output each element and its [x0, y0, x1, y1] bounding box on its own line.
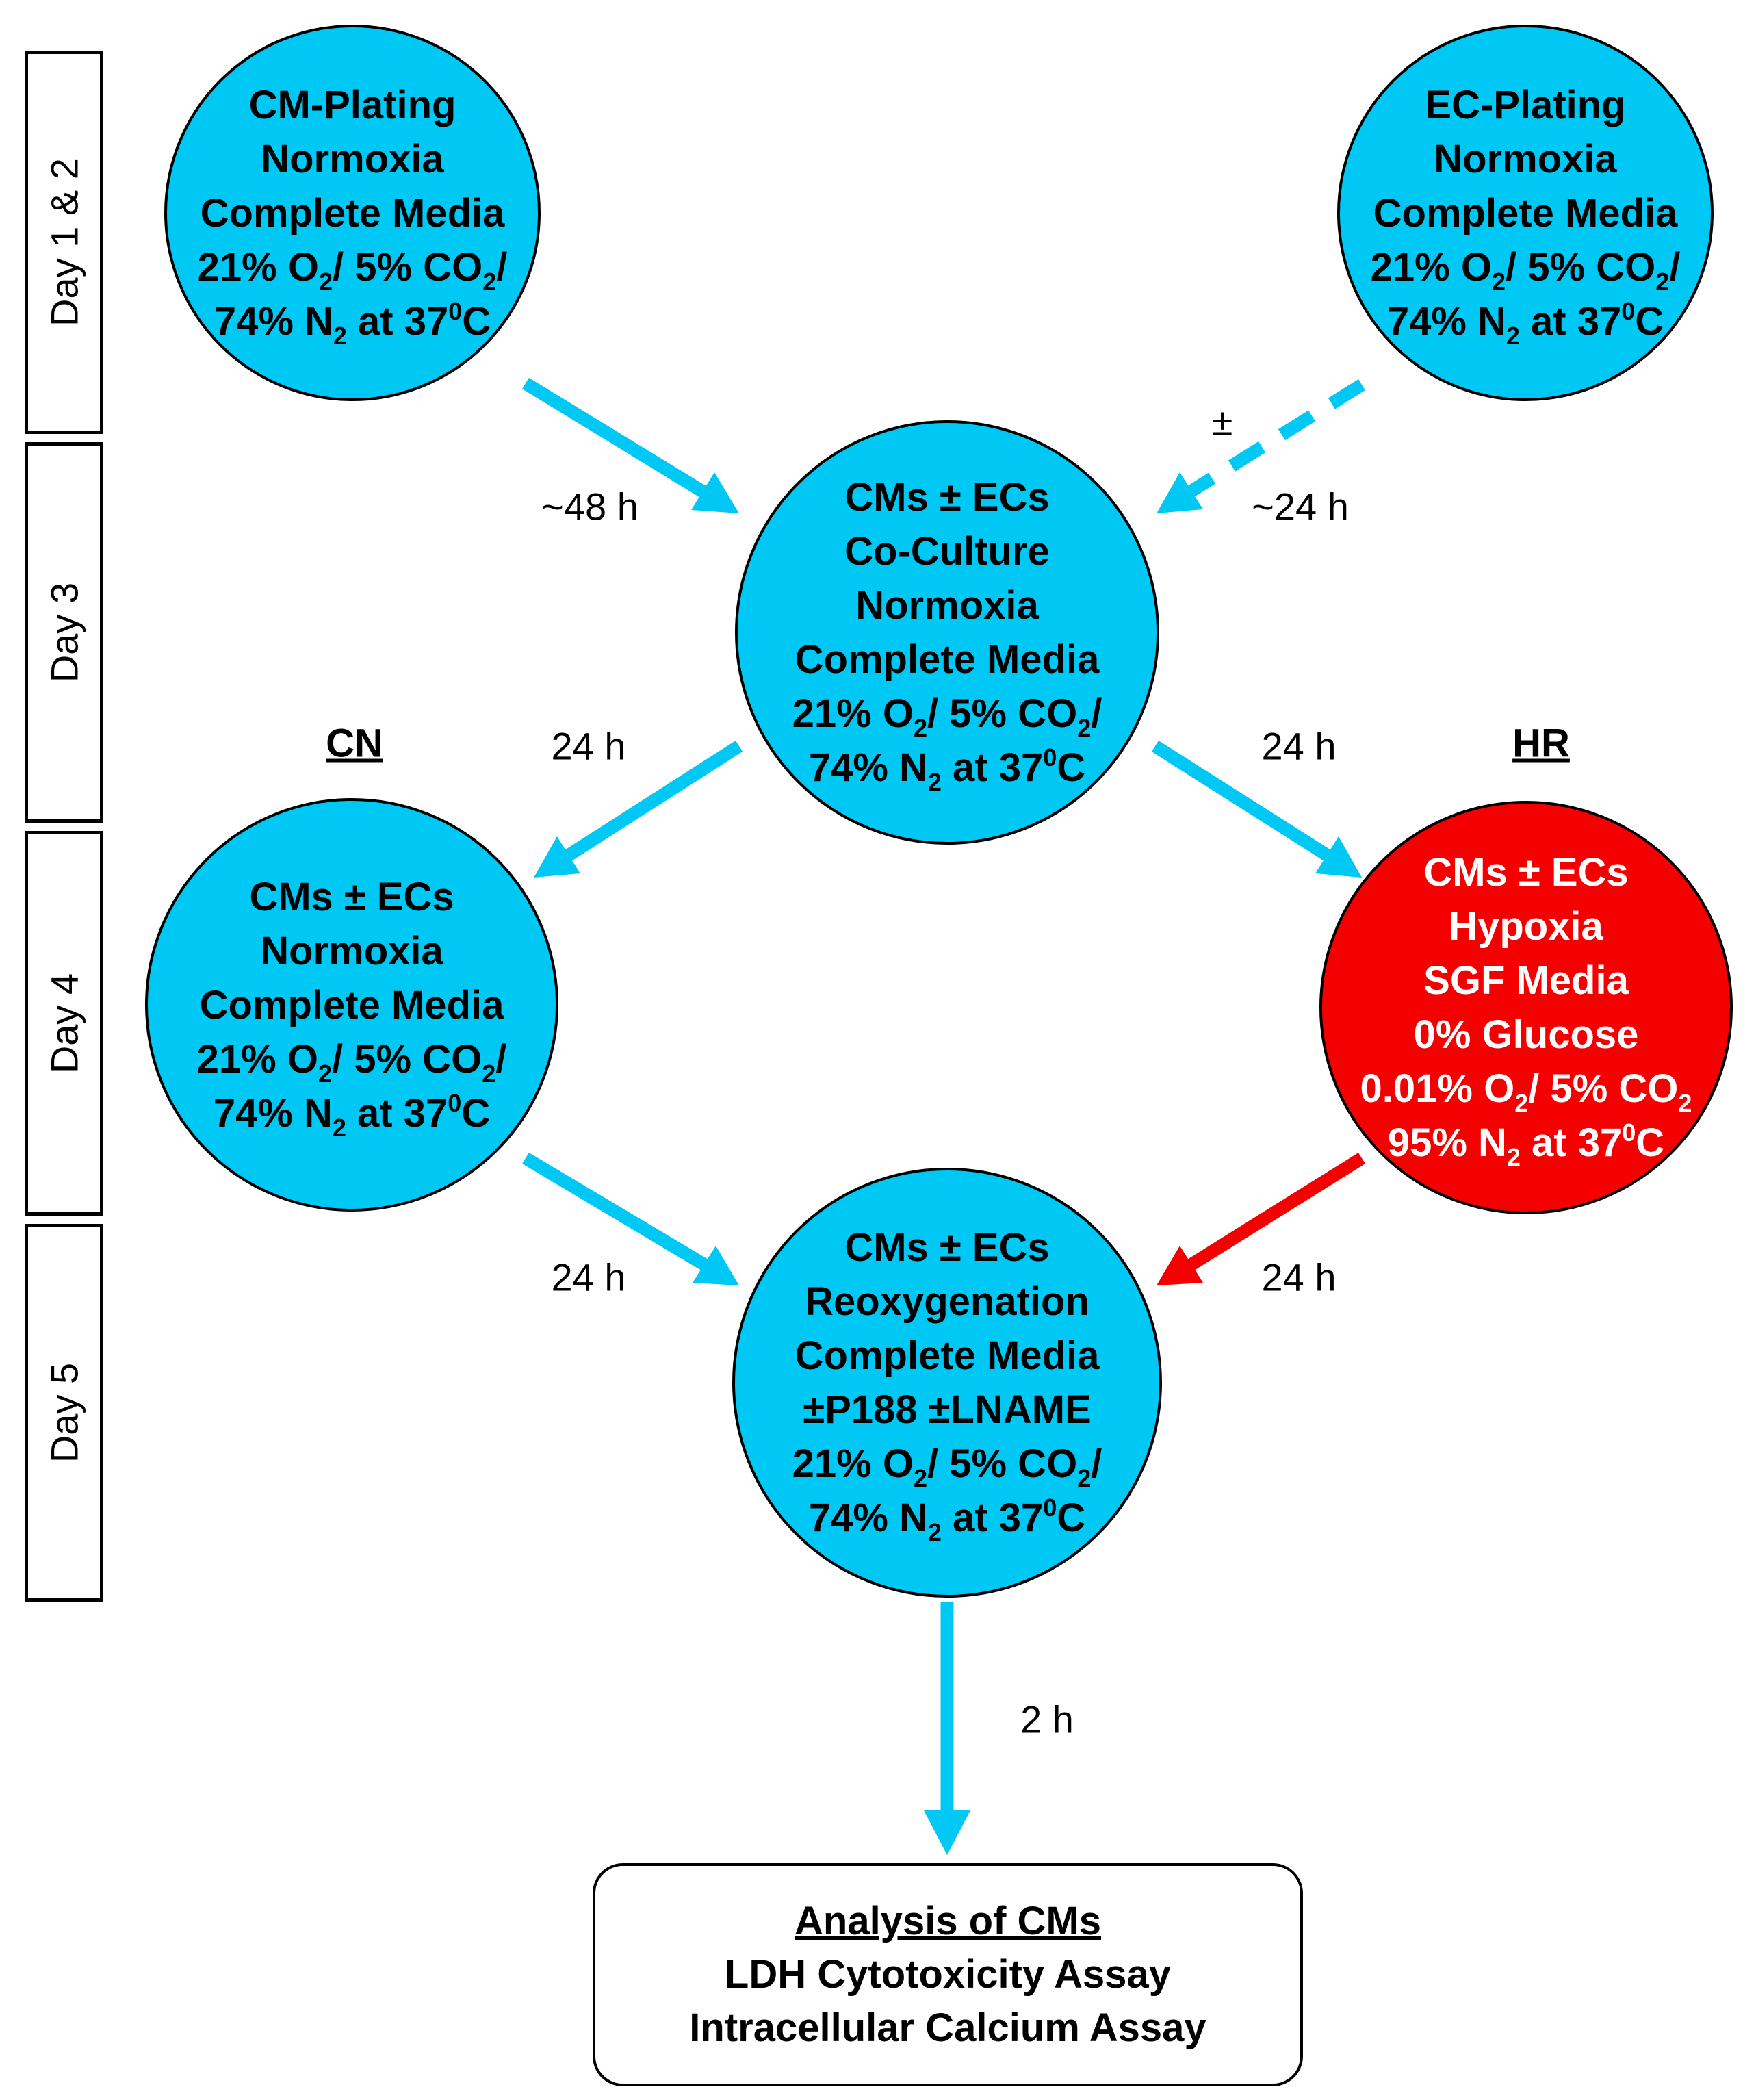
node-title: CMs ± ECs	[249, 874, 454, 919]
hr-group-label: HR	[1512, 721, 1570, 766]
node-gas-line-2: 74% N2 at 370C	[808, 1494, 1086, 1546]
day-label: Day 5	[42, 1362, 86, 1463]
arrow-reox-to-analysis	[924, 1602, 970, 1855]
node-title: CMs ± ECs	[844, 1225, 1050, 1270]
day-box-4: Day 4	[25, 831, 103, 1216]
cn-node: CMs ± ECs Normoxia Complete Media 21% O2…	[145, 798, 558, 1212]
node-title: EC-Plating	[1425, 82, 1626, 127]
edge-label-reox-to-analysis: 2 h	[1020, 1698, 1074, 1741]
edge-label-ec-to-coculture: ~24 h	[1252, 485, 1349, 528]
node-gas-line-1: 21% O2/ 5% CO2/	[792, 691, 1102, 742]
node-gas-line-1: 21% O2/ 5% CO2/	[197, 244, 508, 296]
node-gas-line-2: 95% N2 at 370C	[1387, 1118, 1665, 1171]
node-gas-line-2: 74% N2 at 370C	[214, 296, 491, 350]
node-condition: Normoxia	[261, 136, 444, 181]
node-title: CMs ± ECs	[1423, 850, 1629, 895]
node-title: CMs ± ECs	[844, 475, 1050, 520]
node-gas-line-1: 0.01% O2/ 5% CO2	[1360, 1066, 1692, 1117]
arrow-cn-to-reox	[522, 1152, 739, 1285]
analysis-assay-ldh: LDH Cytotoxicity Assay	[724, 1952, 1172, 1997]
node-media: Complete Media	[795, 637, 1100, 682]
day-box-1-2: Day 1 & 2	[25, 51, 103, 434]
node-gas-line-1: 21% O2/ 5% CO2/	[196, 1036, 507, 1088]
hr-node: CMs ± ECs Hypoxia SGF Media 0% Glucose 0…	[1319, 801, 1733, 1214]
coculture-node: CMs ± ECs Co-Culture Normoxia Complete M…	[735, 420, 1159, 845]
node-condition: Hypoxia	[1449, 904, 1603, 949]
analysis-assay-calcium: Intracellular Calcium Assay	[689, 2006, 1206, 2050]
cm-plating-node: CM-Plating Normoxia Complete Media 21% O…	[164, 25, 541, 401]
node-gas-line-2: 74% N2 at 370C	[213, 1088, 491, 1142]
node-media: Complete Media	[200, 190, 505, 235]
edge-label-ec-optional: ±	[1211, 400, 1233, 444]
edge-label-hr-to-reox: 24 h	[1261, 1255, 1337, 1299]
arrow-coculture-to-cn	[534, 740, 743, 878]
edge-label-cn-to-reox: 24 h	[551, 1255, 626, 1299]
node-gas-line-1: 21% O2/ 5% CO2/	[1370, 244, 1681, 296]
edge-label-coculture-to-hr: 24 h	[1261, 724, 1337, 768]
day-box-5: Day 5	[25, 1224, 103, 1602]
cn-group-label: CN	[326, 721, 383, 766]
day-label: Day 3	[42, 582, 86, 683]
node-media: SGF Media	[1423, 958, 1629, 1003]
day-box-3: Day 3	[25, 442, 103, 823]
node-treatment: ±P188 ±LNAME	[803, 1387, 1092, 1432]
analysis-title: Analysis of CMs	[795, 1899, 1101, 1943]
node-gas-line-2: 74% N2 at 370C	[1386, 296, 1664, 350]
node-gas-line-2: 74% N2 at 370C	[808, 743, 1086, 796]
node-condition: Normoxia	[260, 928, 443, 973]
reoxygenation-node: CMs ± ECs Reoxygenation Complete Media ±…	[732, 1168, 1162, 1598]
day-label: Day 1 & 2	[42, 158, 86, 326]
node-condition: Normoxia	[1434, 136, 1617, 181]
node-condition: Normoxia	[855, 583, 1039, 628]
arrow-cm-to-coculture	[522, 377, 739, 513]
edge-label-coculture-to-cn: 24 h	[551, 724, 626, 768]
arrow-ec-to-coculture	[1157, 379, 1366, 513]
arrow-coculture-to-hr	[1151, 740, 1362, 878]
node-subtitle: Co-Culture	[844, 529, 1050, 574]
node-condition: Reoxygenation	[805, 1279, 1089, 1324]
node-title: CM-Plating	[248, 82, 456, 127]
arrow-hr-to-reox	[1157, 1152, 1366, 1285]
node-media: Complete Media	[1373, 190, 1678, 235]
edge-label-cm-to-coculture: ~48 h	[541, 485, 638, 528]
day-label: Day 4	[42, 973, 86, 1074]
ec-plating-node: EC-Plating Normoxia Complete Media 21% O…	[1337, 25, 1714, 401]
node-gas-line-1: 21% O2/ 5% CO2/	[792, 1442, 1102, 1492]
analysis-box: Analysis of CMs LDH Cytotoxicity Assay I…	[593, 1863, 1303, 2086]
node-glucose: 0% Glucose	[1413, 1012, 1639, 1057]
node-media: Complete Media	[795, 1333, 1100, 1378]
node-media: Complete Media	[199, 982, 504, 1027]
